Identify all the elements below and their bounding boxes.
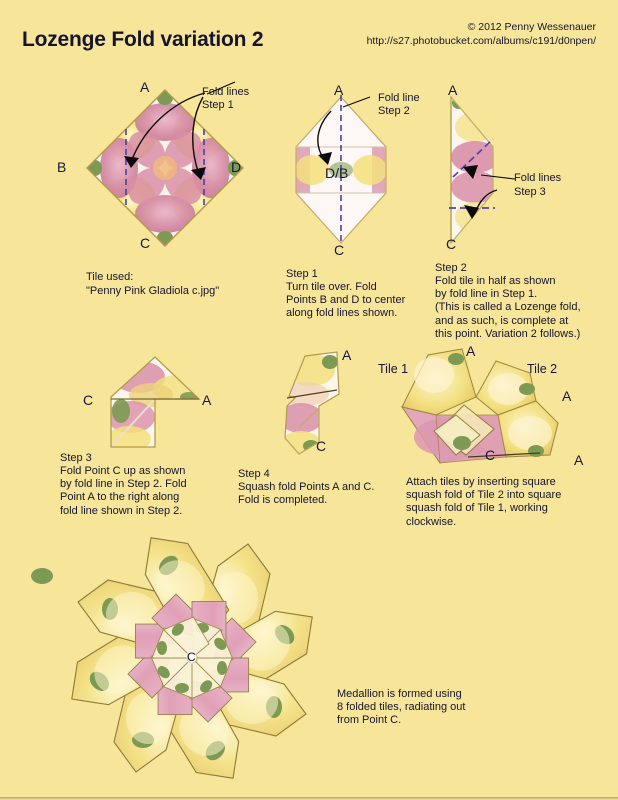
tile-label-c: C bbox=[140, 235, 151, 251]
step2-label-c: C bbox=[446, 236, 457, 252]
figure-step4 bbox=[275, 350, 365, 460]
step1-label-db: D/B bbox=[325, 165, 349, 181]
step3-caption-body: Fold Point C up as shown by fold line in… bbox=[60, 465, 187, 517]
figure-step3 bbox=[95, 355, 215, 455]
step2-caption-title: Step 2 bbox=[435, 262, 467, 274]
attached-tiles-label-a-mid: A bbox=[562, 388, 572, 404]
tile-label-d: D bbox=[231, 159, 242, 175]
step1-caption-title: Step 1 bbox=[286, 268, 318, 280]
attached-tiles-caption: Attach tiles by inserting square squash … bbox=[406, 476, 562, 528]
tile-caption-line1: Tile used: bbox=[86, 271, 134, 283]
attached-tiles-label-tile2: Tile 2 bbox=[527, 362, 558, 376]
step1-label-c: C bbox=[334, 242, 345, 258]
tile-label-a: A bbox=[140, 79, 150, 95]
figure-attached-tiles bbox=[390, 345, 575, 470]
medallion-caption: Medallion is formed using 8 folded tiles… bbox=[337, 688, 466, 727]
step1-annotation-line2: Step 2 bbox=[378, 105, 410, 117]
step4-caption-title: Step 4 bbox=[238, 468, 270, 480]
step2-label-a: A bbox=[448, 82, 458, 98]
step3-caption-title: Step 3 bbox=[60, 452, 92, 464]
tile-annotation-line1: Fold lines bbox=[202, 86, 250, 98]
figure-step1 bbox=[286, 95, 396, 245]
step3-label-c: C bbox=[83, 392, 94, 408]
step1-annotation-line1: Fold line bbox=[378, 92, 420, 104]
tile-caption-line2: "Penny Pink Gladiola c.jpg" bbox=[86, 285, 220, 297]
step1-caption-body: Turn tile over. Fold Points B and D to c… bbox=[286, 281, 406, 320]
attached-tiles-label-a-top: A bbox=[466, 343, 476, 359]
step2-annotation-line1: Fold lines bbox=[514, 172, 562, 184]
step4-label-a: A bbox=[342, 347, 352, 363]
figure-medallion bbox=[31, 522, 342, 794]
tile-annotation-line2: Step 1 bbox=[202, 99, 234, 111]
attached-tiles-label-c: C bbox=[485, 447, 496, 463]
step3-label-a: A bbox=[202, 392, 212, 408]
copyright-notice: © 2012 Penny Wessenauer bbox=[467, 21, 596, 33]
step1-label-a: A bbox=[334, 82, 344, 98]
figure-step2 bbox=[441, 95, 516, 245]
source-url: http://s27.photobucket.com/albums/c191/d… bbox=[366, 35, 596, 47]
step2-caption-body: Fold tile in half as shown by fold line … bbox=[435, 275, 581, 340]
step4-caption-body: Squash fold Points A and C. Fold is comp… bbox=[238, 481, 375, 507]
attached-tiles-label-a-bottom: A bbox=[574, 452, 584, 468]
figure-tile bbox=[85, 81, 245, 248]
medallion-center-label: C bbox=[186, 650, 197, 664]
step4-label-c: C bbox=[316, 438, 327, 454]
tile-label-b: B bbox=[57, 159, 67, 175]
step2-annotation-line2: Step 3 bbox=[514, 186, 546, 198]
attached-tiles-label-tile1: Tile 1 bbox=[378, 362, 409, 376]
page-title: Lozenge Fold variation 2 bbox=[22, 28, 264, 51]
